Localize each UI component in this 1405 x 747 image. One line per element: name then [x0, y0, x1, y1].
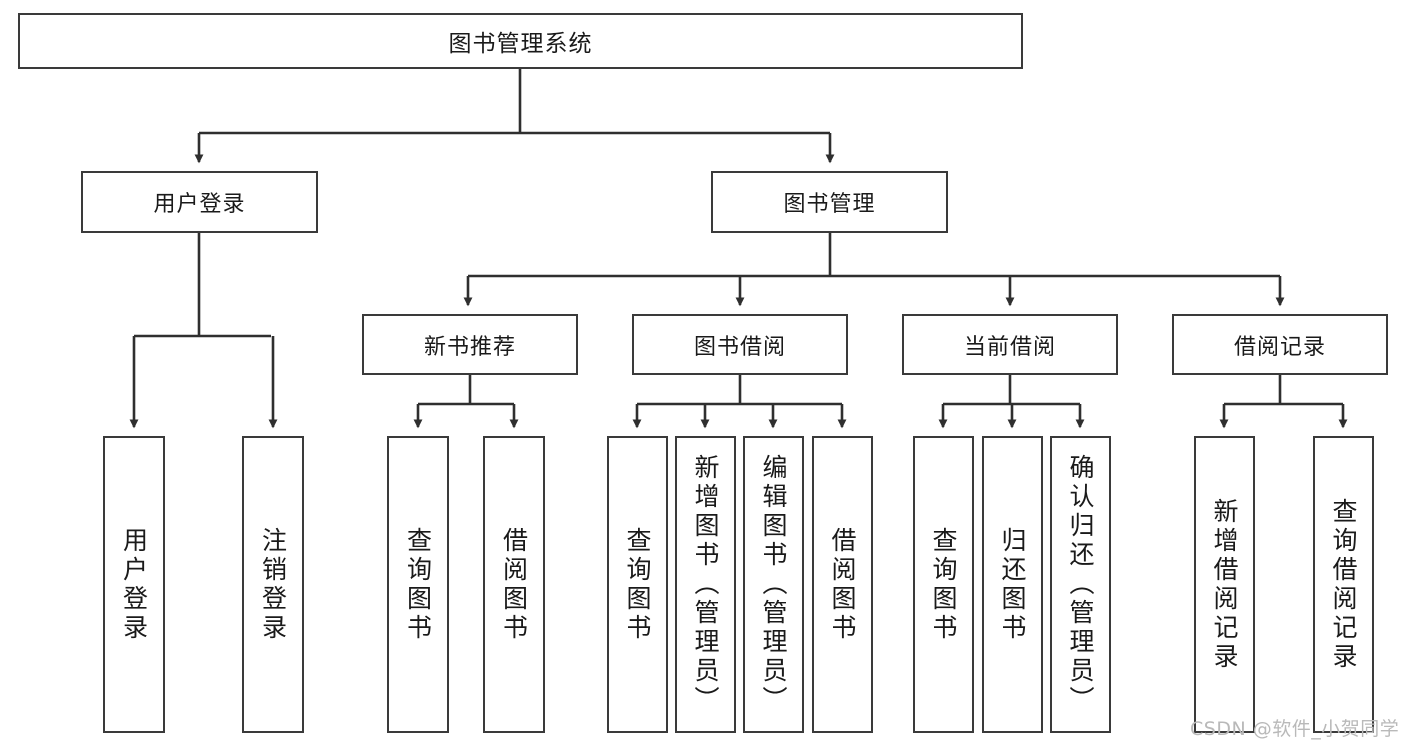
node-leaf-add-record-label: 新增借阅记录 — [1210, 497, 1239, 672]
node-leaf-add-book-label: 新增图书（管理员） — [691, 454, 720, 715]
node-leaf-return-book[interactable]: 归还图书 — [982, 436, 1043, 733]
node-book-manage[interactable]: 图书管理 — [711, 171, 948, 233]
node-leaf-query-book-1[interactable]: 查询图书 — [387, 436, 449, 733]
node-leaf-borrow-book-2[interactable]: 借阅图书 — [812, 436, 873, 733]
node-leaf-query-record-label: 查询借阅记录 — [1329, 497, 1358, 672]
node-user-login[interactable]: 用户登录 — [81, 171, 318, 233]
node-current-borrow-label: 当前借阅 — [963, 334, 1056, 360]
node-leaf-return-book-label: 归还图书 — [998, 526, 1027, 643]
node-leaf-query-book-3-label: 查询图书 — [929, 526, 958, 643]
node-leaf-logout-label: 注销登录 — [258, 526, 288, 643]
node-leaf-borrow-book-2-label: 借阅图书 — [828, 526, 857, 643]
node-leaf-add-record[interactable]: 新增借阅记录 — [1194, 436, 1255, 733]
node-leaf-user-login-label: 用户登录 — [119, 526, 149, 643]
node-new-book-rec-label: 新书推荐 — [423, 334, 516, 360]
node-leaf-edit-book[interactable]: 编辑图书（管理员） — [743, 436, 804, 733]
node-book-manage-label: 图书管理 — [783, 192, 876, 217]
csdn-watermark: CSDN @软件_小贺同学 — [1190, 718, 1400, 740]
node-leaf-query-book-1-label: 查询图书 — [403, 526, 433, 643]
node-user-login-label: 用户登录 — [153, 192, 246, 217]
node-leaf-add-book[interactable]: 新增图书（管理员） — [675, 436, 736, 733]
node-leaf-borrow-book-1[interactable]: 借阅图书 — [483, 436, 545, 733]
node-root-label: 图书管理系统 — [448, 31, 593, 57]
node-book-borrow-label: 图书借阅 — [693, 334, 786, 360]
node-leaf-edit-book-label: 编辑图书（管理员） — [759, 454, 788, 715]
node-leaf-borrow-book-1-label: 借阅图书 — [499, 526, 529, 643]
node-leaf-query-book-3[interactable]: 查询图书 — [913, 436, 974, 733]
node-borrow-record[interactable]: 借阅记录 — [1172, 314, 1388, 375]
node-leaf-user-login[interactable]: 用户登录 — [103, 436, 165, 733]
node-leaf-query-record[interactable]: 查询借阅记录 — [1313, 436, 1374, 733]
node-leaf-confirm-return[interactable]: 确认归还（管理员） — [1050, 436, 1111, 733]
node-current-borrow[interactable]: 当前借阅 — [902, 314, 1118, 375]
node-new-book-rec[interactable]: 新书推荐 — [362, 314, 578, 375]
node-leaf-query-book-2[interactable]: 查询图书 — [607, 436, 668, 733]
node-leaf-query-book-2-label: 查询图书 — [623, 526, 652, 643]
node-book-borrow[interactable]: 图书借阅 — [632, 314, 848, 375]
node-root[interactable]: 图书管理系统 — [18, 13, 1023, 69]
node-leaf-logout[interactable]: 注销登录 — [242, 436, 304, 733]
node-leaf-confirm-return-label: 确认归还（管理员） — [1066, 454, 1095, 715]
node-borrow-record-label: 借阅记录 — [1233, 334, 1326, 360]
